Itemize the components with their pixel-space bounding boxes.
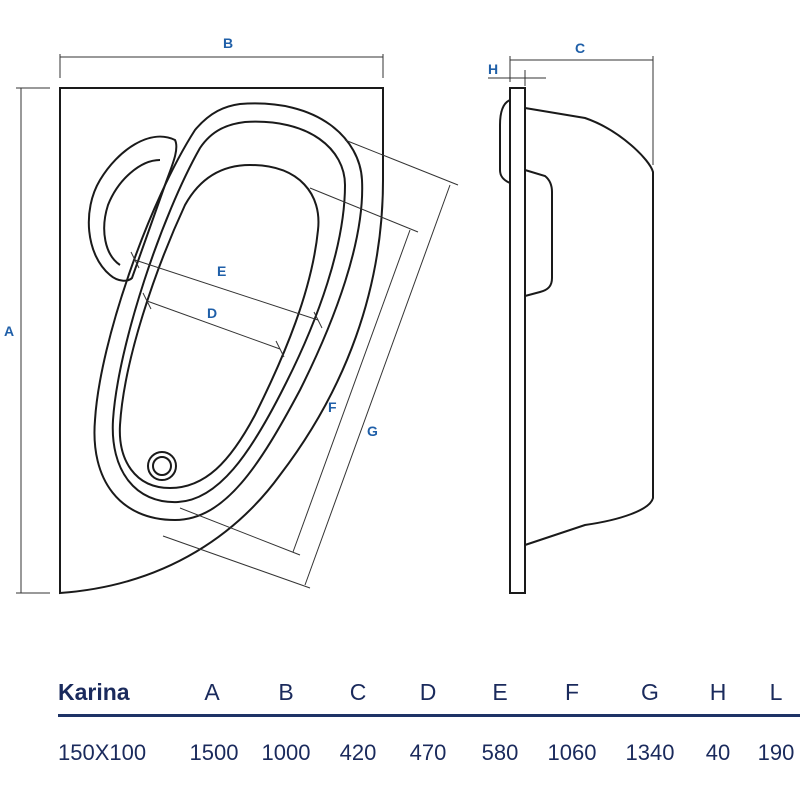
- value-f: 1060: [547, 740, 597, 765]
- headrest: [87, 135, 178, 282]
- side-view: C H: [488, 40, 654, 594]
- rim-flange: [499, 99, 511, 184]
- header-f: F: [564, 679, 580, 705]
- table-header-row: Karina A B C D E F G H L: [0, 672, 800, 712]
- dimension-e: [130, 251, 323, 329]
- header-e: E: [492, 679, 508, 705]
- dimension-label-g: G: [367, 423, 378, 439]
- dimension-label-f: F: [328, 399, 337, 415]
- rim-plate: [509, 87, 526, 594]
- dimension-label-a: A: [4, 323, 14, 339]
- drain-icon: [147, 451, 177, 481]
- value-g: 1340: [625, 740, 675, 765]
- tub-body-inner: [524, 169, 553, 297]
- header-h: H: [709, 679, 727, 705]
- value-c: 420: [339, 740, 377, 765]
- value-b: 1000: [261, 740, 311, 765]
- dimension-label-h: H: [488, 61, 498, 77]
- header-g: G: [641, 679, 659, 705]
- value-e: 580: [481, 740, 519, 765]
- table-divider: [58, 714, 800, 717]
- table-value-row: 150X100 1500 1000 420 470 580 1060 1340 …: [0, 733, 800, 773]
- dimension-b: [59, 54, 384, 78]
- dimension-label-e: E: [217, 263, 226, 279]
- value-h: 40: [705, 740, 731, 765]
- dimension-f: [179, 187, 419, 556]
- dimension-label-c: C: [575, 40, 585, 56]
- headrest-inner: [103, 159, 161, 266]
- tub-rim-outer: [93, 102, 364, 522]
- dimension-h: [488, 70, 546, 86]
- tub-basin: [118, 163, 320, 490]
- dimension-label-d: D: [207, 305, 217, 321]
- model-value: 150X100: [58, 740, 147, 765]
- tub-body-side: [524, 107, 654, 546]
- dimension-g: [162, 139, 459, 589]
- header-b: B: [278, 679, 294, 705]
- header-a: A: [204, 679, 220, 705]
- dimension-d: [142, 292, 285, 358]
- value-d: 470: [409, 740, 447, 765]
- header-l: L: [769, 679, 783, 705]
- dimension-label-b: B: [223, 35, 233, 51]
- value-a: 1500: [189, 740, 239, 765]
- top-view: B A E D F: [4, 35, 459, 595]
- value-l: 190: [757, 740, 795, 765]
- dimension-a: [16, 87, 50, 594]
- tub-outer-outline: [59, 87, 384, 595]
- bathtub-technical-drawing: B A E D F: [4, 35, 654, 595]
- tub-rim-inner: [111, 120, 347, 504]
- header-d: D: [419, 679, 437, 705]
- header-c: C: [349, 679, 367, 705]
- dimension-c: [509, 56, 654, 165]
- model-header: Karina: [58, 679, 130, 705]
